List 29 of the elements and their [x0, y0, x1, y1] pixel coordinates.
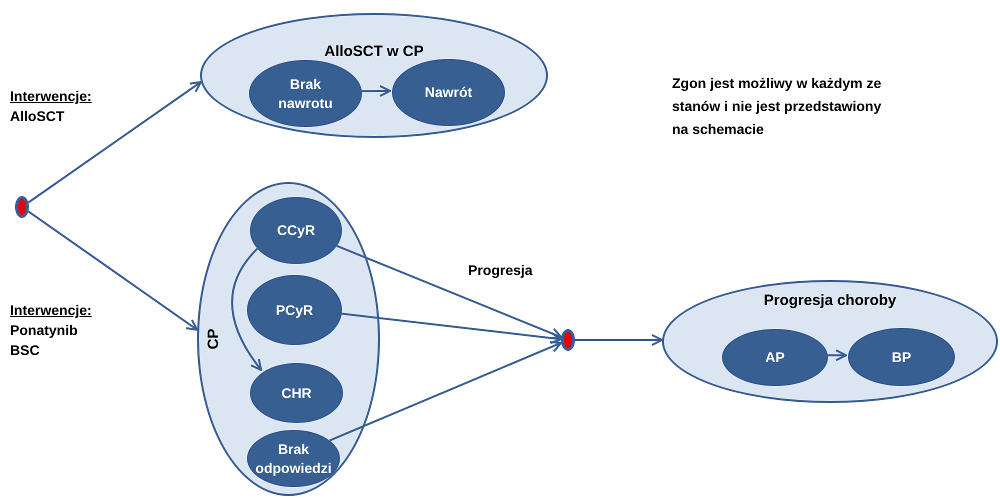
group-title: AlloSCT w CP: [324, 43, 424, 60]
intervention-text: AlloSCT: [10, 107, 64, 126]
state-ellipse: CCyR: [250, 197, 342, 264]
arrow: [826, 349, 847, 362]
arrow: [339, 312, 562, 344]
state-ellipse: AP: [722, 329, 828, 386]
arrow: [334, 244, 562, 340]
heading-text: Interwencje:: [10, 301, 92, 320]
heading-text: Interwencje:: [10, 87, 92, 106]
arrow: [575, 334, 663, 346]
arrow: [28, 210, 198, 331]
state-ellipse: Brak odpowiedzi: [247, 430, 340, 487]
group-title: CP: [204, 328, 222, 350]
state-ellipse: CHR: [250, 363, 343, 423]
state-ellipse: Nawrót: [392, 59, 505, 126]
note-text: Zgon jest możliwy w każdym ze stanów i nie jest przedstawiony na schemacie: [672, 74, 882, 140]
arrow: [360, 84, 391, 97]
junction-dot: [561, 329, 575, 351]
arrow: [28, 81, 202, 204]
arrow: [329, 341, 562, 442]
edge-label: Progresja: [466, 262, 535, 278]
state-ellipse: PCyR: [247, 275, 342, 345]
junction-dot: [15, 196, 29, 218]
arrow: [231, 248, 262, 371]
intervention-text: BSC: [10, 341, 40, 360]
state-ellipse: Brak nawrotu: [249, 60, 362, 127]
group-title: Progresja choroby: [764, 292, 896, 309]
intervention-text: Ponatynib: [10, 321, 78, 340]
state-ellipse: BP: [848, 328, 955, 386]
